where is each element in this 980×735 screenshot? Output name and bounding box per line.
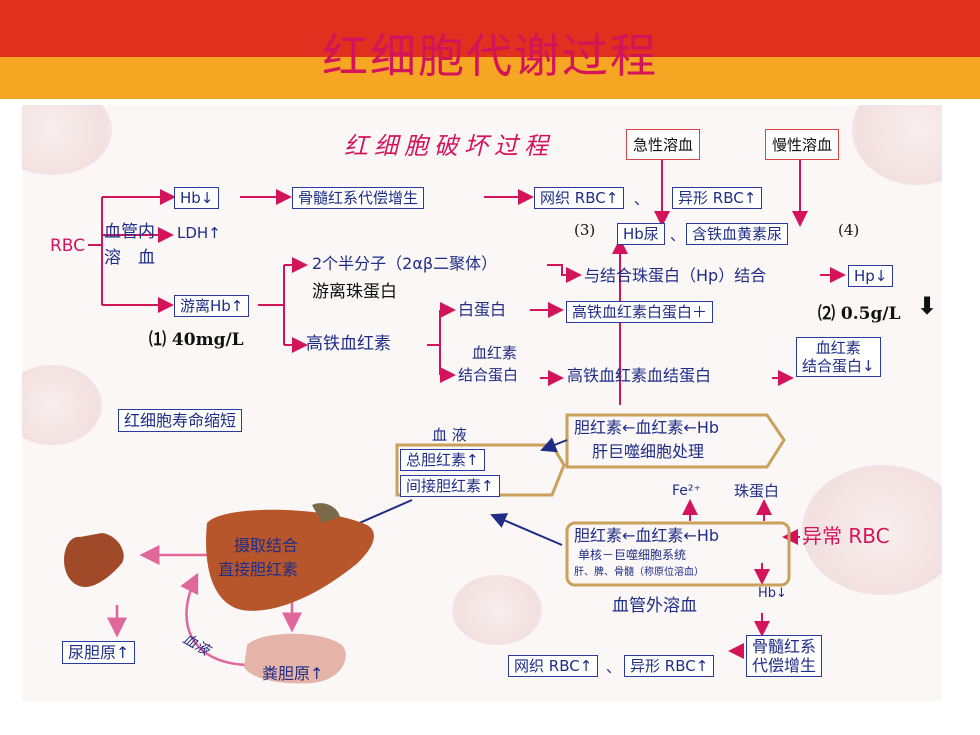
kidney-shape — [64, 533, 124, 587]
abnormal-bottom-box: 异形 RBC↑ — [624, 655, 715, 677]
rbc-label: RBC — [50, 236, 86, 256]
urobilinogen-box: 尿胆原↑ — [62, 641, 136, 665]
hb-down-box: Hb↓ — [174, 187, 220, 209]
note-4: (4) — [838, 221, 860, 239]
intestine-shape — [244, 633, 346, 684]
intravascular-label: 血管内 — [104, 222, 155, 242]
abnormal-rbc-box: 异形 RBC↑ — [672, 187, 763, 209]
complex-label: 高铁血红素血结蛋白 — [567, 366, 712, 385]
albumin-label: 白蛋白 — [458, 300, 507, 319]
header-band-orange — [0, 57, 980, 99]
abnormal-rbc-label: 异常 RBC — [802, 524, 890, 548]
arrow-down-icon: ⬇ — [917, 292, 938, 320]
marrow-compensation-box: 骨髓红系代偿增生 — [292, 187, 425, 209]
extravascular-hb-down: Hb↓ — [758, 586, 787, 601]
free-hb-box: 游离Hb↑ — [174, 295, 250, 317]
extravascular-label: 血管外溶血 — [612, 596, 697, 616]
marrow-bottom-line-1: 骨髓红系 — [752, 637, 817, 656]
slide-title: 红细胞代谢过程 — [322, 29, 658, 83]
half-molecule-label: 2个半分子（2αβ二聚体） — [312, 254, 498, 273]
blood-title: 血 液 — [432, 426, 467, 444]
value-2: ⑵ 0.5g/L — [818, 304, 901, 324]
diagram-panel: 红细胞破坏过程 急性溶血 慢性溶血 RBC 血管内 溶 血 Hb↓ LDH↑ 游… — [22, 105, 942, 701]
globin-label: 珠蛋白 — [734, 482, 780, 500]
marrow-bottom-box: 骨髓红系 代偿增生 — [746, 635, 823, 678]
liver-macrophage-label: 肝巨噬细胞处理 — [592, 442, 705, 461]
mps-label: 单核－巨噬细胞系统 — [578, 548, 687, 562]
hp-binding-label: 与结合珠蛋白（Hp）结合 — [584, 266, 767, 285]
hemopexin-down-line-1: 血红素 — [815, 339, 861, 357]
diagram-heading: 红细胞破坏过程 — [344, 132, 554, 160]
free-hb-value: ⑴ 40mg/L — [149, 330, 244, 350]
free-globin-label: 游离珠蛋白 — [312, 282, 397, 302]
liver-label-1: 摄取结合 — [234, 536, 299, 555]
reticulocyte-box: 网织 RBC↑ — [534, 187, 625, 209]
hemopexin-label-2: 结合蛋白 — [458, 366, 519, 384]
hemopexin-down-box: 血红素 结合蛋白↓ — [796, 337, 881, 377]
retic-bottom-box: 网织 RBC↑ — [508, 655, 599, 677]
fe-label: Fe²⁺ — [672, 483, 701, 499]
blood-cell-decoration — [22, 365, 102, 445]
indirect-bilirubin-box: 间接胆红素↑ — [400, 475, 500, 497]
ldh-up-label: LDH↑ — [177, 224, 221, 242]
connector-arrows — [64, 150, 846, 684]
hemolysis-label: 溶 血 — [104, 248, 155, 268]
hemosiderinuria-box: 含铁血黄素尿 — [686, 223, 789, 245]
header-band-red — [0, 0, 980, 57]
hb-urine-box: Hb尿 — [617, 223, 665, 245]
blood-cell-decoration — [452, 575, 542, 645]
methemalbumin-box: 高铁血红素白蛋白＋ — [566, 301, 714, 323]
liver-shape — [206, 509, 374, 611]
liver-label-2: 直接胆红素 — [218, 560, 299, 579]
separator: 、 — [634, 190, 650, 208]
hp-down-box: Hp↓ — [848, 265, 894, 287]
marrow-bottom-line-2: 代偿增生 — [752, 656, 817, 676]
blood-cell-decoration — [802, 465, 942, 595]
separator: 、 — [670, 226, 686, 244]
hemopexin-down-line-2: 结合蛋白↓ — [802, 357, 875, 375]
callout-acute-hemolysis: 急性溶血 — [626, 129, 701, 160]
hemopexin-label-1: 血红素 — [472, 344, 518, 362]
stercobilinogen-label: 粪胆原↑ — [262, 664, 324, 683]
methemoglobin-label: 高铁血红素 — [306, 334, 391, 354]
lifespan-box: 红细胞寿命缩短 — [118, 409, 243, 433]
note-3: (3) — [574, 221, 596, 239]
callout-chronic-hemolysis: 慢性溶血 — [765, 129, 840, 160]
separator: 、 — [606, 658, 622, 676]
liver-macrophage-chain: 胆红素←血红素←Hb — [574, 418, 720, 437]
total-bilirubin-box: 总胆红素↑ — [400, 449, 485, 471]
extravascular-chain: 胆红素←血红素←Hb — [574, 526, 720, 545]
organs-label: 肝、脾、骨髓（称原位溶血） — [574, 567, 704, 578]
